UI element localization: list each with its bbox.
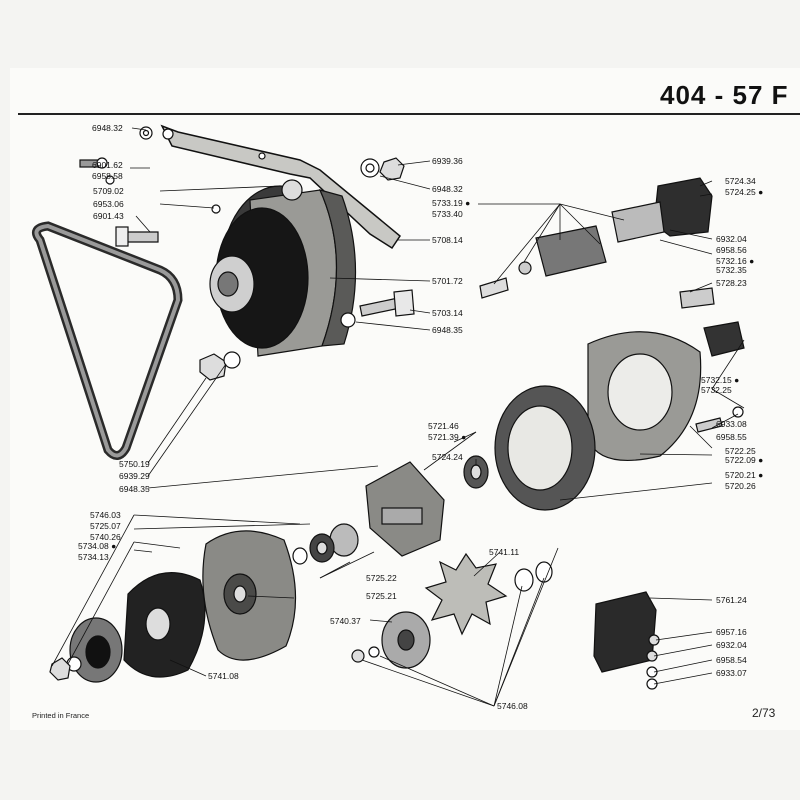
part-label: 5703.14 — [432, 308, 463, 318]
part-label: 6948.32 — [432, 184, 463, 194]
part-label: 5708.14 — [432, 235, 463, 245]
part-label: 6932.04 — [716, 234, 747, 244]
part-label: 5734.13 — [78, 552, 109, 562]
part-label: 6958.54 — [716, 655, 747, 665]
part-label: 5725.07 — [90, 521, 121, 531]
part-label: 5722.25 — [725, 446, 756, 456]
part-label: 6958.55 — [716, 432, 747, 442]
part-label: 6957.16 — [716, 627, 747, 637]
page-number: 2/73 — [752, 706, 776, 720]
part-label: 5750.19 — [119, 459, 150, 469]
part-label: 5740.37 — [330, 616, 361, 626]
fan-pulley — [49, 572, 206, 683]
part-label: 5741.08 — [208, 671, 239, 681]
part-label: 5701.72 — [432, 276, 463, 286]
part-label: 5733.40 — [432, 209, 463, 219]
front-housing — [202, 530, 297, 661]
part-label: 5733.19 ● — [432, 198, 471, 208]
part-label: 5721.46 — [428, 421, 459, 431]
drive-belt — [31, 221, 183, 460]
part-label: 5732.25 — [701, 385, 732, 395]
part-label: 5740.26 — [90, 532, 121, 542]
header-rule — [18, 113, 800, 115]
part-label: 5732.16 ● — [716, 256, 755, 266]
part-label: 5724.34 — [725, 176, 756, 186]
part-label: 6958.56 — [716, 245, 747, 255]
part-label: 5720.26 — [725, 481, 756, 491]
part-label: 5725.21 — [366, 591, 397, 601]
part-label: 5728.23 — [716, 278, 747, 288]
alternator-body — [209, 179, 357, 357]
part-label: 6901.43 — [93, 211, 124, 221]
part-label: 5724.25 ● — [725, 187, 764, 197]
part-label: 6953.06 — [93, 199, 124, 209]
part-label: 6948.35 — [119, 484, 150, 494]
part-label: 6933.08 — [716, 419, 747, 429]
part-label: 6901.62 — [92, 160, 123, 170]
capacitor — [593, 591, 657, 673]
part-label: 5725.22 — [366, 573, 397, 583]
part-label: 5732.35 — [716, 265, 747, 275]
part-label: 5746.08 — [497, 701, 528, 711]
rotor — [365, 455, 489, 557]
part-label: 5724.24 — [432, 452, 463, 462]
part-label: 5734.08 ● — [78, 541, 117, 551]
part-label: 5741.11 — [489, 547, 520, 557]
stator — [494, 385, 596, 511]
part-label: 6939.29 — [119, 471, 150, 481]
part-label: 5746.03 — [90, 510, 121, 520]
part-label: 5732.15 ● — [701, 375, 740, 385]
part-label: 5720.21 ● — [725, 470, 764, 480]
rectifier-plate — [587, 331, 702, 462]
part-label: 5722.09 ● — [725, 455, 764, 465]
page-title: 404 - 57 F — [660, 80, 789, 110]
leader-lines — [51, 127, 745, 707]
mounting-bracket — [160, 124, 401, 250]
printed-note: Printed in France — [32, 711, 90, 720]
part-label: 6932.04 — [716, 640, 747, 650]
part-label: 6958.58 — [92, 171, 123, 181]
fan-blade — [424, 552, 508, 636]
part-label: 5761.24 — [716, 595, 747, 605]
part-label: 6939.36 — [432, 156, 463, 166]
part-label: 6948.35 — [432, 325, 463, 335]
part-label: 5709.02 — [93, 186, 124, 196]
part-label: 6948.32 — [92, 123, 123, 133]
part-label: 5721.39 ● — [428, 432, 467, 442]
part-label: 6933.07 — [716, 668, 747, 678]
